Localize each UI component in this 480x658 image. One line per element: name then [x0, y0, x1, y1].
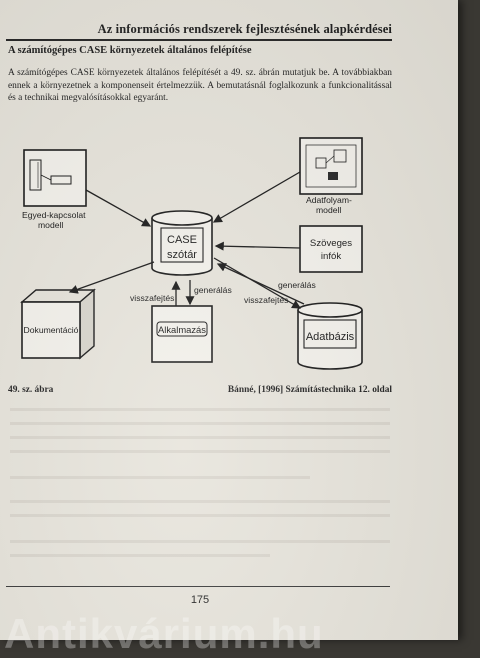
watermark: Antikvárium.hu: [4, 610, 324, 657]
text-info-label-2: infók: [321, 251, 341, 262]
database-node: Adatbázis: [297, 302, 363, 370]
reverse-eng-left-label: visszafejtés: [130, 293, 174, 303]
show-through-line: [10, 422, 390, 425]
figure-source: Bánné, [1996] Számítástechnika 12. oldal: [227, 385, 392, 395]
section-title: A számítógépes CASE környezetek általáno…: [8, 45, 252, 56]
show-through-line: [10, 500, 390, 503]
show-through-line: [10, 476, 310, 479]
database-label: Adatbázis: [306, 331, 355, 343]
arrow-entity-to-case: [85, 189, 152, 227]
dataflow-model-node: Adatfolyam- modell: [299, 137, 363, 215]
intro-paragraph: A számítógépes CASE környezetek általáno…: [8, 68, 392, 104]
show-through-line: [10, 540, 390, 543]
arrow-textinfo-to-case: [214, 241, 301, 251]
case-dictionary-node: CASE szótár: [151, 210, 213, 276]
dictionary-label: szótár: [167, 249, 197, 261]
show-through-line: [10, 514, 390, 517]
text-info-node: Szöveges infók: [299, 225, 363, 273]
application-label: Alkalmazás: [158, 324, 206, 335]
show-through-line: [10, 450, 390, 453]
documentation-node: Dokumentáció: [20, 288, 96, 360]
case-environment-diagram: Egyed-kapcsolat modell Adatfolyam- model…: [20, 137, 363, 370]
entity-model-label: Egyed-kapcsolat: [22, 210, 86, 220]
book-page: Az információs rendszerek fejlesztésének…: [0, 0, 458, 640]
entity-model-node: Egyed-kapcsolat modell: [22, 149, 87, 230]
dataflow-model-label-2: modell: [316, 205, 341, 215]
application-node: Alkalmazás: [151, 305, 213, 363]
running-header: Az információs rendszerek fejlesztésének…: [97, 22, 392, 36]
arrow-database-to-case: [216, 263, 305, 305]
show-through-line: [10, 436, 390, 439]
generation-left-label: generálás: [194, 285, 232, 295]
footer-rule: [6, 586, 390, 587]
arrow-case-to-database: [213, 257, 302, 309]
arrow-dataflow-to-case: [212, 171, 301, 223]
text-info-label-1: Szöveges: [310, 238, 352, 249]
figure-caption: 49. sz. ábra: [8, 385, 54, 395]
show-through-line: [10, 408, 390, 411]
header-rule: [6, 39, 392, 41]
dataflow-model-label: Adatfolyam-: [306, 195, 352, 205]
page-number: 175: [190, 594, 210, 606]
entity-model-label-2: modell: [38, 220, 63, 230]
arrow-case-to-documentation: [68, 261, 155, 294]
show-through-line: [10, 554, 270, 557]
documentation-label: Dokumentáció: [24, 325, 79, 335]
case-label: CASE: [167, 234, 197, 246]
reverse-eng-right-label: visszafejtés: [244, 295, 288, 305]
generation-right-label: generálás: [278, 280, 316, 290]
